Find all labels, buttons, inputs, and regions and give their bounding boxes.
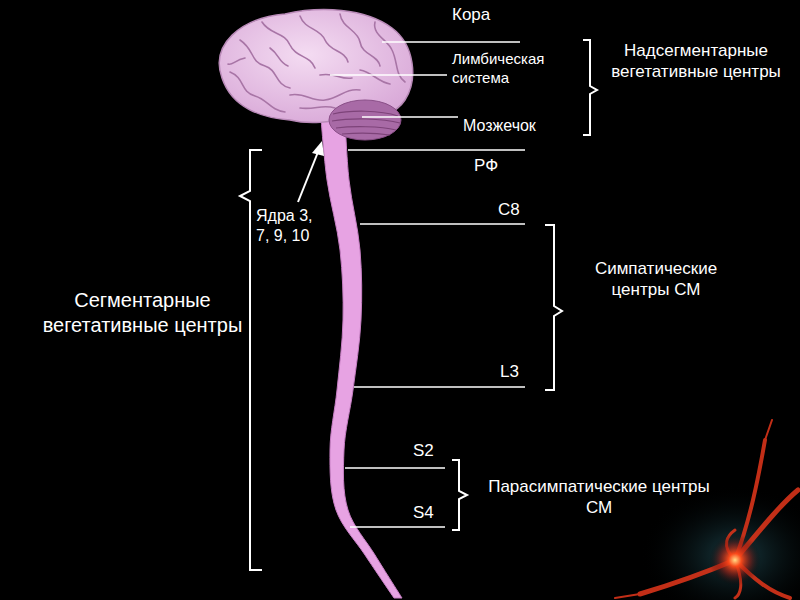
structure-label: РФ [474,155,534,176]
leader-lines [330,42,525,527]
segment-label: C8 [498,199,548,220]
group-label: Сегментарные вегетативные центры [40,288,245,338]
neuron-picture [615,420,800,600]
spinal-cord-shape [321,118,402,598]
structure-label: Лимбическая система [452,50,552,88]
spinal-cord [321,118,402,598]
group-label: Симпатические центры СМ [566,258,746,301]
segment-label: S2 [413,440,463,461]
nuclei-label: Ядра 3, 7, 9, 10 [256,206,322,246]
structure-label: Мозжечок [463,116,563,136]
pointer-arrow [298,141,324,202]
segment-label: S4 [413,502,463,523]
segment-label: L3 [500,361,550,382]
group-label: Надсегментарные вегетативные центры [598,40,794,83]
structure-label: Кора [452,4,532,25]
group-label: Парасимпатические центры СМ [474,476,724,519]
